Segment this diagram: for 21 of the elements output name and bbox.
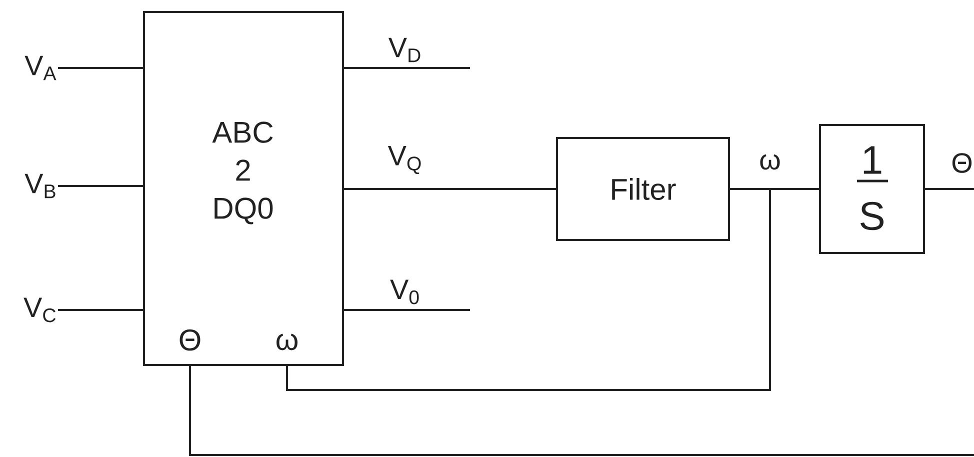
connector-line	[344, 67, 470, 69]
signal-label: V$_{A}$	[24, 56, 56, 80]
connector-line	[58, 309, 144, 311]
signal-label: ω	[758, 153, 782, 171]
connector-line	[58, 67, 144, 69]
signal-label: V$_{C}$	[24, 298, 56, 322]
signal-label: V$_{Q}$	[386, 144, 424, 176]
connector-line	[189, 366, 974, 456]
connector-line	[344, 188, 556, 190]
signal-label: V$_{0}$	[388, 278, 422, 306]
integrator-box: 1 S	[819, 124, 925, 254]
port-label: Θ	[180, 329, 200, 351]
signal-label: V$_{D}$	[387, 36, 423, 64]
connector-line	[286, 188, 771, 391]
signal-label: V$_{B}$	[24, 174, 56, 198]
connector-line	[58, 185, 144, 187]
signal-label: Θ	[950, 152, 974, 174]
port-label: ω	[276, 334, 298, 350]
connector-line	[344, 309, 470, 311]
connector-line	[925, 188, 974, 190]
filter-box: Filter	[556, 137, 730, 241]
